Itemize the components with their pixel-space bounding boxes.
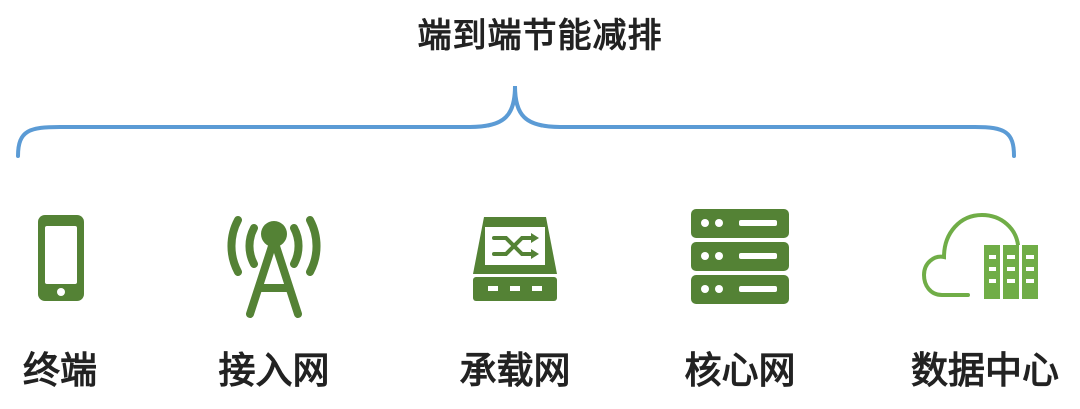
- label-core-network: 核心网: [684, 349, 796, 392]
- label-transport-network: 承载网: [459, 349, 571, 392]
- curly-brace: [16, 85, 1016, 158]
- smartphone-icon: [38, 215, 84, 301]
- label-access-network: 接入网: [218, 349, 330, 392]
- server-rack-icon: [691, 209, 789, 304]
- label-terminal: 终端: [23, 349, 97, 392]
- cloud-datacenter-icon: [921, 212, 1038, 299]
- network-switch-icon: [473, 217, 557, 301]
- radio-tower-icon: [227, 216, 321, 318]
- label-data-center: 数据中心: [911, 349, 1059, 392]
- diagram-title: 端到端节能减排: [417, 16, 663, 56]
